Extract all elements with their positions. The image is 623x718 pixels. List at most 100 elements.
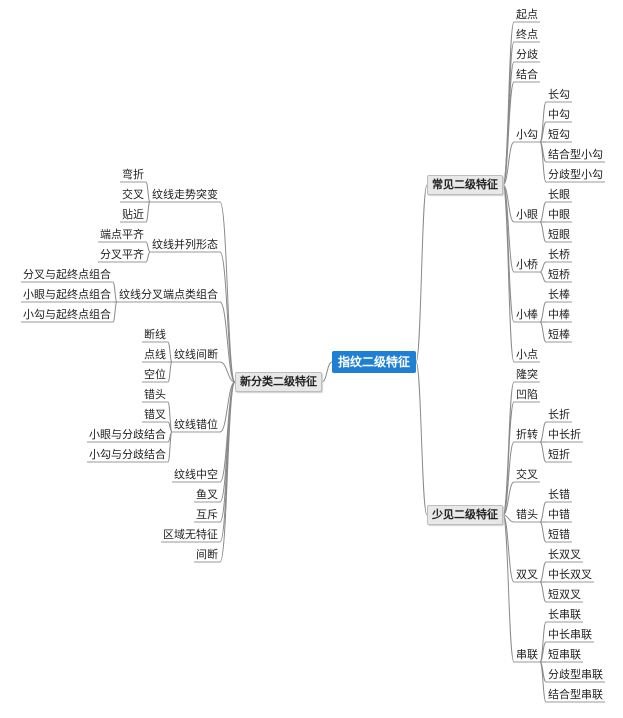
leaf-topic[interactable]: 分叉与起终点组合 [23,268,111,281]
leaf-topic[interactable]: 中勾 [548,108,570,121]
main-topic[interactable]: 少见二级特征 [427,505,503,525]
leaf-topic[interactable]: 中眼 [548,208,570,221]
leaf-topic[interactable]: 错叉 [144,408,166,421]
leaf-topic[interactable]: 小勾与起终点组合 [23,308,111,321]
leaf-topic[interactable]: 中错 [548,508,570,521]
leaf-topic[interactable]: 小勾与分歧结合 [89,448,166,461]
leaf-topic[interactable]: 中长折 [548,428,581,441]
leaf-topic[interactable]: 长棒 [548,288,570,301]
subtopic[interactable]: 结合 [516,68,538,81]
subtopic[interactable]: 错头 [516,508,538,521]
connector [112,281,118,303]
subtopic[interactable]: 鱼叉 [196,488,218,501]
leaf-topic[interactable]: 错头 [144,388,166,401]
leaf-topic[interactable]: 长双叉 [548,548,581,561]
connector [112,301,118,323]
subtopic[interactable]: 分歧 [516,48,538,61]
subtopic[interactable]: 交叉 [516,468,538,481]
connector [502,81,515,186]
leaf-topic[interactable]: 分歧型串联 [548,668,603,681]
leaf-topic[interactable]: 长折 [548,408,570,421]
subtopic[interactable]: 起点 [516,8,538,21]
connector [167,361,173,383]
connector [539,221,547,243]
leaf-topic[interactable]: 分叉平齐 [100,248,144,261]
connector [539,301,547,323]
leaf-topic[interactable]: 短勾 [548,128,570,141]
connector [539,201,547,223]
leaf-topic[interactable]: 短折 [548,448,570,461]
subtopic[interactable]: 终点 [516,28,538,41]
connector [502,514,515,583]
connector [415,361,428,516]
subtopic[interactable]: 串联 [516,648,538,661]
leaf-topic[interactable]: 短桥 [548,268,570,281]
leaf-topic[interactable]: 长错 [548,488,570,501]
leaf-topic[interactable]: 端点平齐 [100,228,144,241]
leaf-topic[interactable]: 短双叉 [548,588,581,601]
subtopic[interactable]: 纹线错位 [174,418,218,431]
leaf-topic[interactable]: 短串联 [548,648,581,661]
leaf-topic[interactable]: 贴近 [122,208,144,221]
connector [145,181,151,203]
main-topic[interactable]: 新分类二级特征 [235,372,322,392]
subtopic[interactable]: 小棒 [516,308,538,321]
subtopic[interactable]: 隆突 [516,368,538,381]
connector [539,661,547,703]
leaf-topic[interactable]: 中长双叉 [548,568,592,581]
subtopic[interactable]: 纹线并列形态 [152,238,218,251]
connector [539,501,547,523]
subtopic[interactable]: 小勾 [516,128,538,141]
connector [502,184,515,363]
connector [539,641,547,663]
subtopic[interactable]: 折转 [516,428,538,441]
leaf-topic[interactable]: 小眼与分歧结合 [89,428,166,441]
connector [502,514,515,663]
leaf-topic[interactable]: 长桥 [548,248,570,261]
leaf-topic[interactable]: 长串联 [548,608,581,621]
connector [502,514,515,523]
leaf-topic[interactable]: 长眼 [548,188,570,201]
subtopic[interactable]: 纹线间断 [174,348,218,361]
subtopic[interactable]: 纹线分叉端点类组合 [119,288,218,301]
connector [145,251,151,263]
connector [539,271,547,283]
leaf-topic[interactable]: 短错 [548,528,570,541]
connector [539,581,547,603]
connector [415,184,428,363]
leaf-topic[interactable]: 结合型串联 [548,688,603,701]
leaf-topic[interactable]: 交叉 [122,188,144,201]
subtopic[interactable]: 小点 [516,348,538,361]
leaf-topic[interactable]: 中棒 [548,308,570,321]
subtopic[interactable]: 纹线中空 [174,468,218,481]
subtopic[interactable]: 凹陷 [516,388,538,401]
connector [219,251,236,383]
connector [502,481,515,516]
leaf-topic[interactable]: 中长串联 [548,628,592,641]
subtopic[interactable]: 互斥 [196,508,218,521]
subtopic[interactable]: 小眼 [516,208,538,221]
subtopic[interactable]: 区域无特征 [163,528,218,541]
leaf-topic[interactable]: 断线 [144,328,166,341]
leaf-topic[interactable]: 小眼与起终点组合 [23,288,111,301]
subtopic[interactable]: 小桥 [516,258,538,271]
connector [539,441,547,463]
leaf-topic[interactable]: 长勾 [548,88,570,101]
leaf-topic[interactable]: 短棒 [548,328,570,341]
subtopic[interactable]: 双叉 [516,568,538,581]
root-node[interactable]: 指纹二级特征 [332,351,417,373]
connector [219,361,236,383]
connector [219,201,236,383]
leaf-topic[interactable]: 短眼 [548,228,570,241]
leaf-topic[interactable]: 分歧型小勾 [548,168,603,181]
connector [539,121,547,143]
leaf-topic[interactable]: 弯折 [122,168,144,181]
main-topic[interactable]: 常见二级特征 [427,175,503,195]
subtopic[interactable]: 纹线走势突变 [152,188,218,201]
leaf-topic[interactable]: 空位 [144,368,166,381]
subtopic[interactable]: 间断 [196,548,218,561]
leaf-topic[interactable]: 点线 [144,348,166,361]
leaf-topic[interactable]: 结合型小勾 [548,148,603,161]
connector [321,361,333,383]
